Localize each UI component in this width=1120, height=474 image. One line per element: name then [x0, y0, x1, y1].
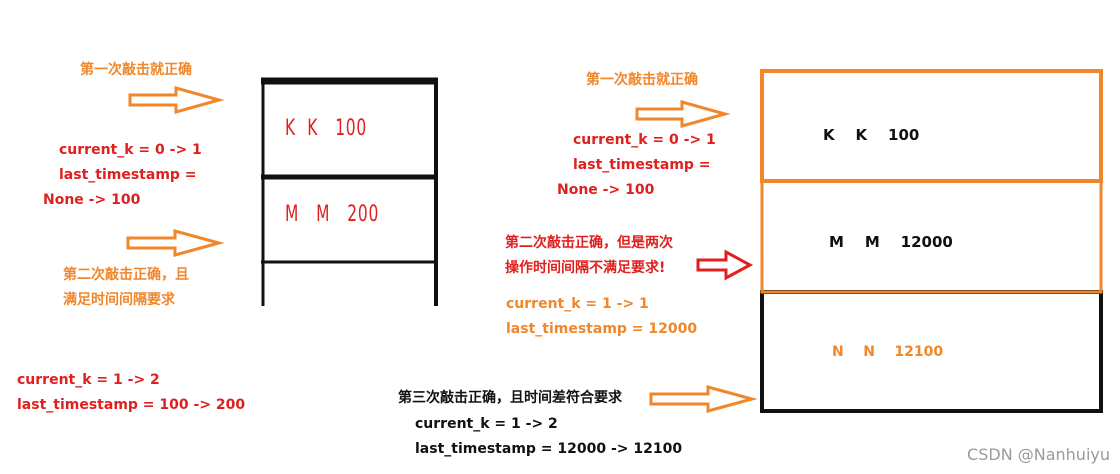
left-cells — [261, 77, 438, 306]
left-cell-1-text: K K 100 — [285, 116, 368, 141]
right-state1-line3: None -> 100 — [557, 182, 655, 198]
right-arrow-1 — [635, 100, 731, 128]
left-cell-2-text: M M 200 — [285, 202, 380, 227]
right-note-third-hit: 第三次敲击正确，且时间差符合要求 — [398, 390, 622, 406]
right-state1-line2: last_timestamp = — [573, 157, 711, 173]
right-state2-line2: last_timestamp = 12000 — [506, 321, 698, 337]
left-arrow-2 — [126, 229, 225, 257]
right-state3-line2: last_timestamp = 12000 -> 12100 — [415, 441, 683, 457]
right-cell-1-border — [760, 69, 1103, 183]
right-arrow-2 — [696, 249, 754, 281]
right-cell-2-text: M M 12000 — [829, 233, 953, 251]
left-arrow-1 — [128, 86, 225, 114]
right-note-second-hit-line1: 第二次敲击正确，但是两次 — [505, 235, 673, 251]
right-cells — [760, 69, 1103, 413]
right-cell-3-text: N N 12100 — [832, 344, 944, 360]
left-note-first-hit: 第一次敲击就正确 — [80, 62, 192, 78]
right-state3-line1: current_k = 1 -> 2 — [415, 416, 558, 432]
left-note-second-hit-line1: 第二次敲击正确，且 — [63, 267, 189, 283]
right-note-second-hit-line2: 操作时间间隔不满足要求! — [505, 260, 666, 276]
left-state1-line2: last_timestamp = — [59, 167, 197, 183]
left-state1-line1: current_k = 0 -> 1 — [59, 142, 202, 158]
right-state2-line1: current_k = 1 -> 1 — [506, 296, 649, 312]
right-state1-line1: current_k = 0 -> 1 — [573, 132, 716, 148]
left-state2-line2: last_timestamp = 100 -> 200 — [17, 397, 246, 413]
right-note-first-hit: 第一次敲击就正确 — [586, 72, 698, 88]
left-note-second-hit-line2: 满足时间间隔要求 — [63, 292, 175, 308]
right-arrow-3 — [649, 385, 758, 413]
left-state1-line3: None -> 100 — [43, 192, 141, 208]
right-cell-1-text: K K 100 — [823, 126, 920, 144]
left-state2-line1: current_k = 1 -> 2 — [17, 372, 160, 388]
watermark: CSDN @Nanhuiyu — [967, 445, 1110, 464]
